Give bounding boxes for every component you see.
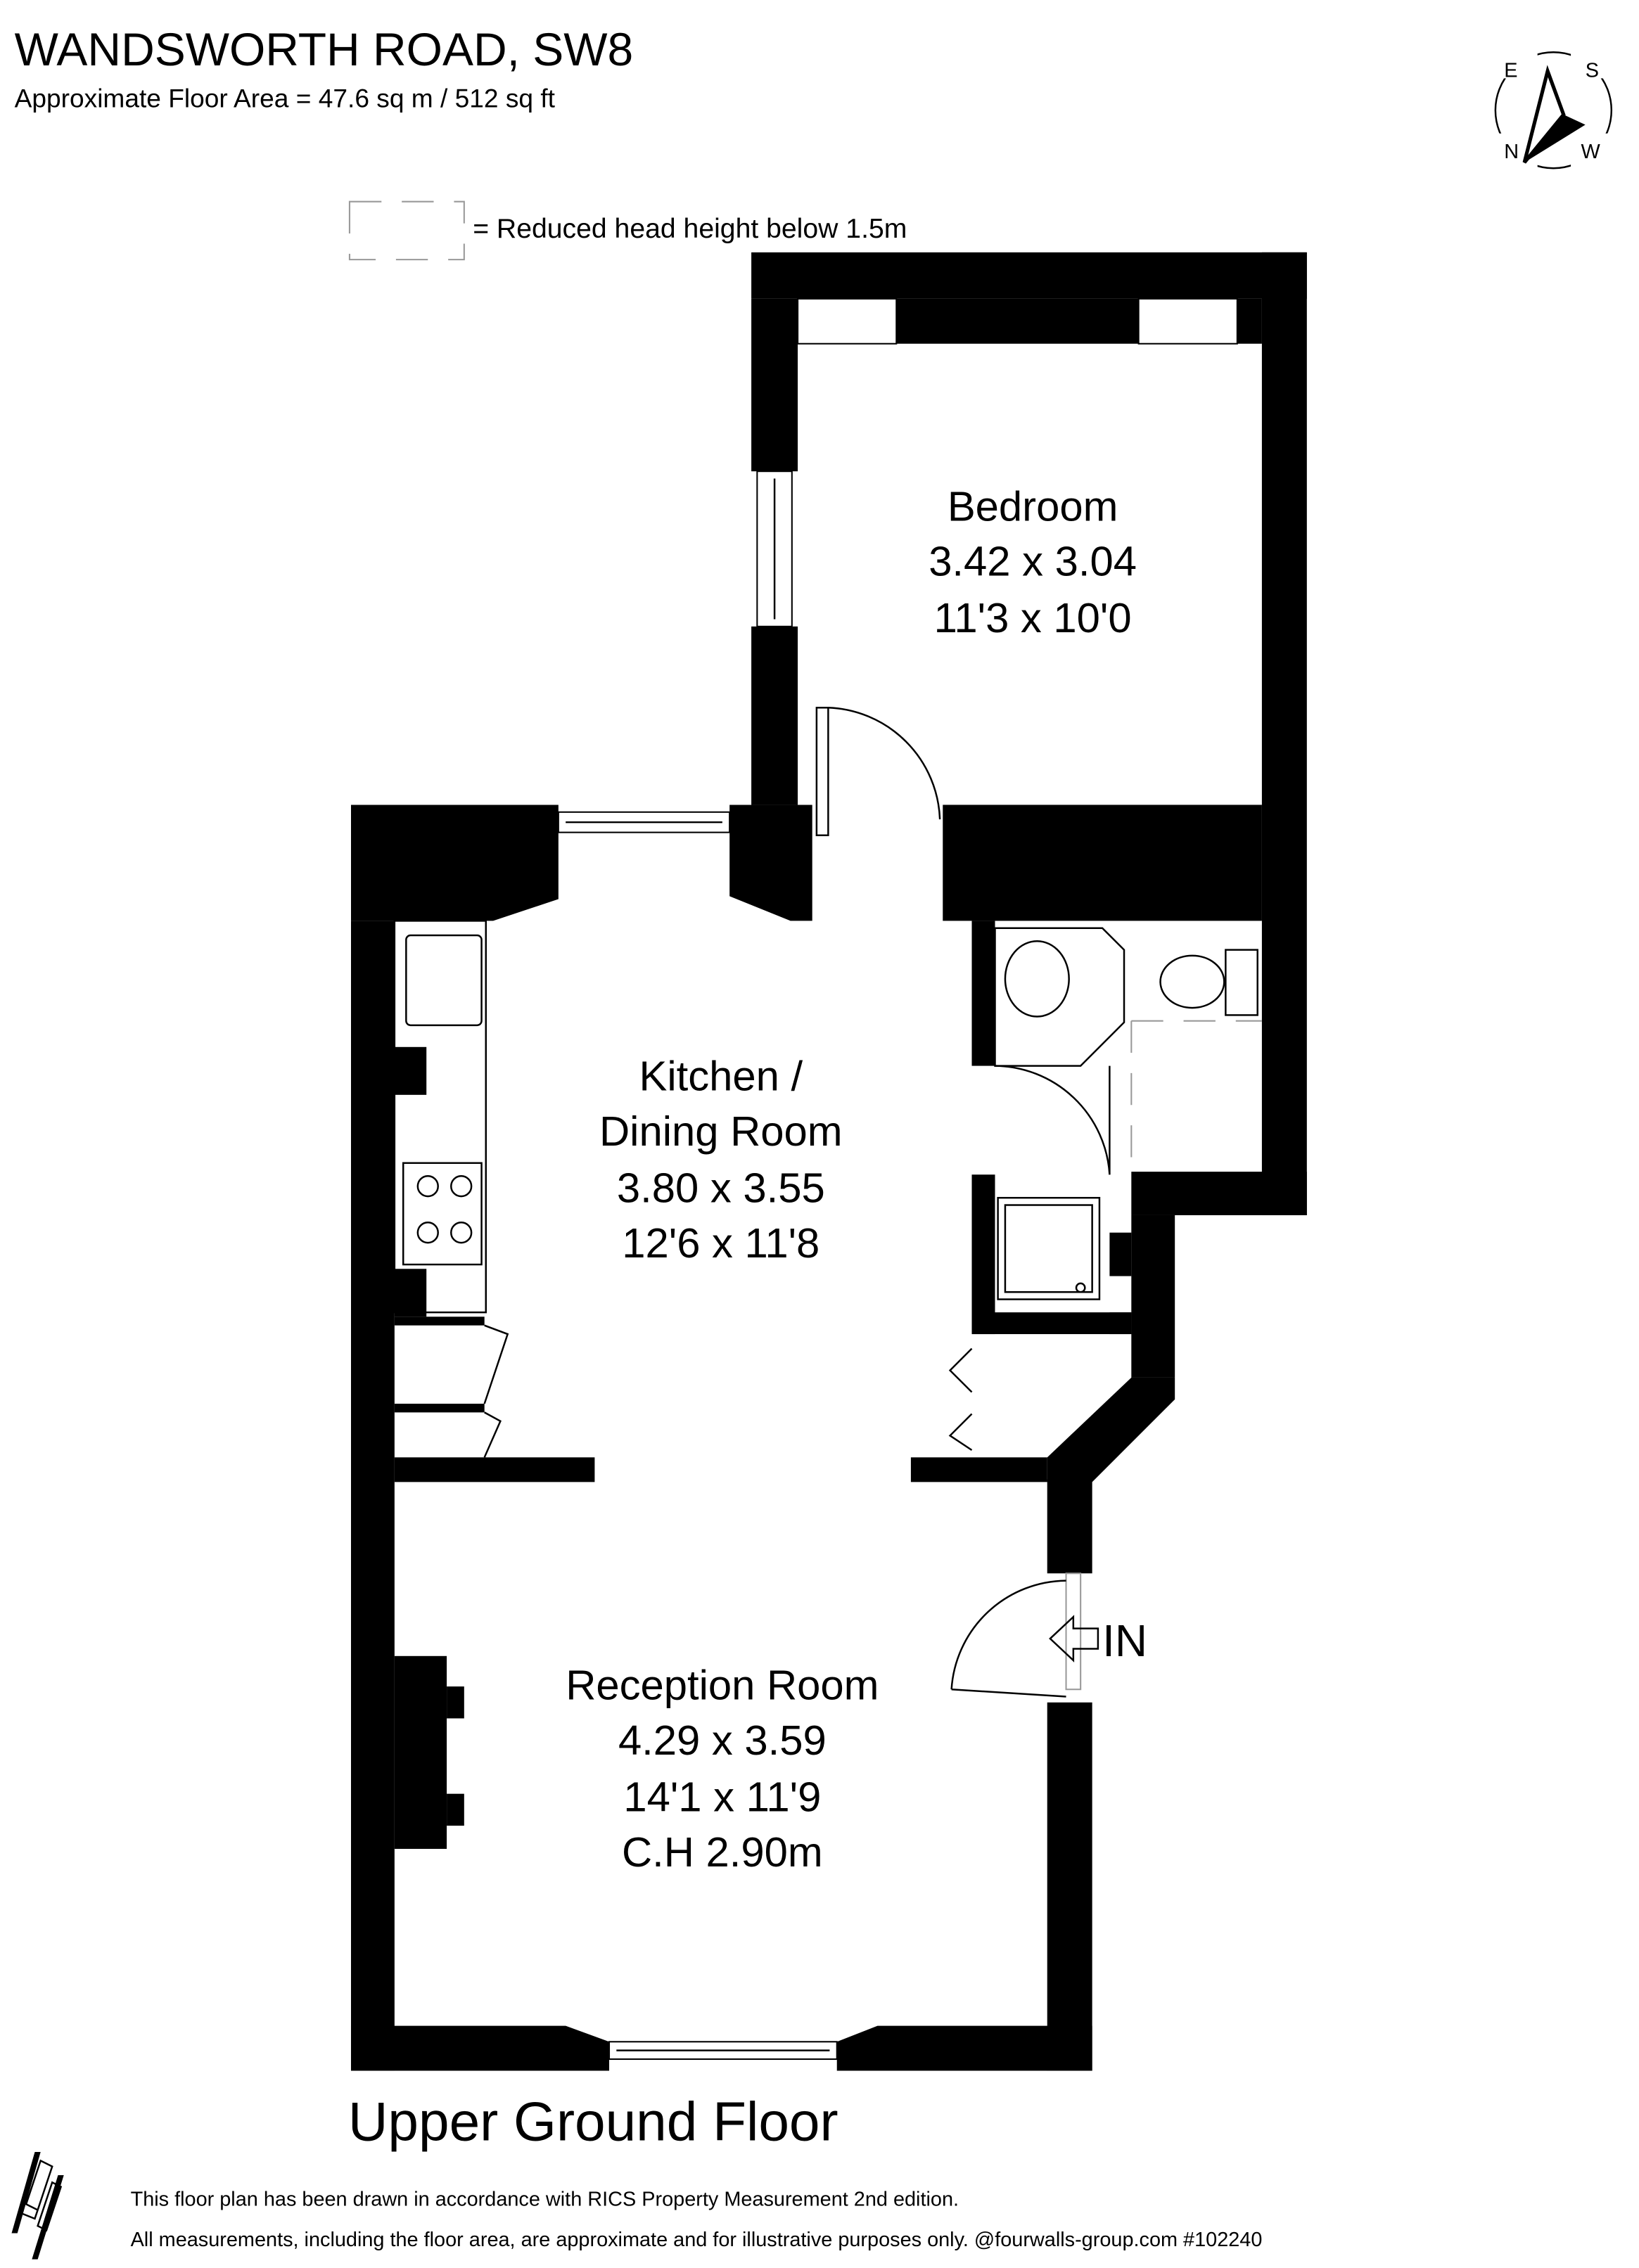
svg-text:4.29 x 3.59: 4.29 x 3.59	[618, 1717, 827, 1764]
room-bedroom: Bedroom 3.42 x 3.04 11'3 x 10'0	[929, 482, 1137, 641]
svg-text:Dining Room: Dining Room	[599, 1108, 843, 1155]
kitchen-worktop	[393, 920, 487, 1314]
footer-line-1: This floor plan has been drawn in accord…	[131, 2188, 959, 2210]
walls	[350, 252, 1307, 2071]
fixtures	[393, 920, 1262, 1314]
compass-e: E	[1504, 59, 1517, 82]
svg-text:3.80 x 3.55: 3.80 x 3.55	[617, 1164, 825, 1211]
svg-text:14'1 x 11'9: 14'1 x 11'9	[623, 1773, 821, 1820]
fourwalls-logo	[11, 2151, 64, 2260]
reduced-height-swatch	[348, 200, 465, 261]
plan-title: WANDSWORTH ROAD, SW8	[15, 23, 634, 75]
legend-text: = Reduced head height below 1.5m	[473, 214, 907, 244]
shower-icon	[997, 1196, 1101, 1300]
floor-area: Approximate Floor Area = 47.6 sq m / 512…	[15, 84, 556, 113]
hob-icon	[402, 1162, 483, 1266]
sink-icon	[405, 934, 483, 1027]
arrow-left-icon	[1049, 1615, 1099, 1662]
svg-text:C.H 2.90m: C.H 2.90m	[622, 1828, 823, 1876]
svg-text:11'3 x 10'0: 11'3 x 10'0	[934, 594, 1132, 641]
doors	[483, 707, 1111, 1698]
svg-text:Kitchen /: Kitchen /	[639, 1053, 803, 1100]
room-reception: Reception Room 4.29 x 3.59 14'1 x 11'9 C…	[566, 1662, 879, 1876]
compass-w: W	[1581, 141, 1601, 163]
room-kitchen-dining: Kitchen / Dining Room 3.80 x 3.55 12'6 x…	[599, 1053, 843, 1267]
footer-line-2: All measurements, including the floor ar…	[131, 2229, 1263, 2251]
toilet-icon	[1225, 949, 1258, 1016]
entrance-label: IN	[1102, 1615, 1147, 1666]
compass-n: N	[1504, 141, 1519, 163]
svg-text:Bedroom: Bedroom	[948, 482, 1118, 530]
basin-icon	[994, 927, 1125, 1067]
windows	[557, 297, 1238, 2061]
svg-text:Reception Room: Reception Room	[566, 1662, 879, 1709]
floor-label: Upper Ground Floor	[348, 2090, 838, 2152]
compass-icon: E S N W	[1493, 40, 1614, 172]
svg-text:3.42 x 3.04: 3.42 x 3.04	[929, 538, 1137, 585]
svg-text:12'6 x 11'8: 12'6 x 11'8	[622, 1219, 820, 1267]
compass-s: S	[1586, 59, 1599, 82]
